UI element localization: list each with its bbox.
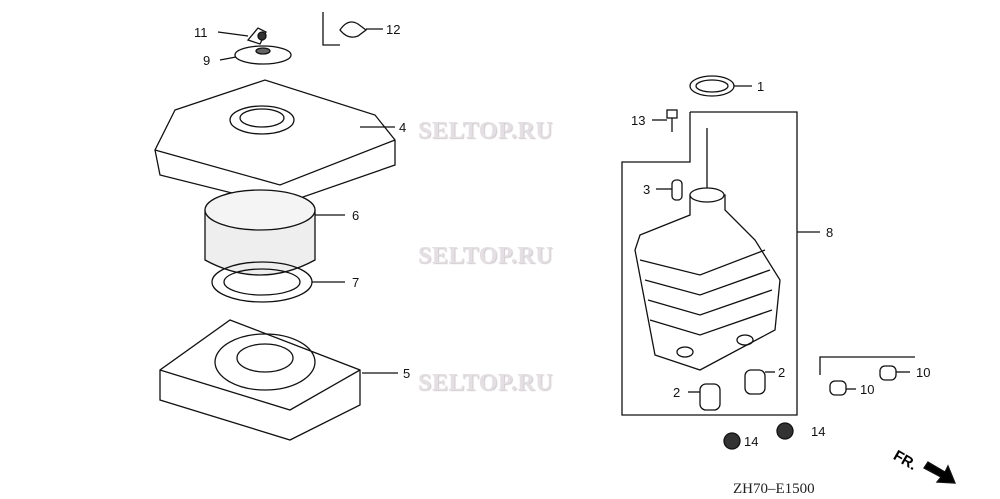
assembly-bracket-part-8 [621, 111, 798, 416]
watermark: SELTOP.RU [418, 370, 554, 396]
air-cleaner-case-part-5 [159, 319, 361, 441]
callout-3: 3 [643, 182, 651, 197]
callout-2: 2 [673, 385, 681, 400]
clip-part-12 [322, 12, 368, 46]
cap-part-10 [829, 380, 847, 396]
cap-part-10 [879, 365, 897, 381]
pin-part-3 [671, 179, 683, 201]
filter-element-part-6 [204, 189, 316, 276]
watermark: SELTOP.RU [418, 118, 554, 144]
gasket-part-1 [689, 75, 735, 97]
watermark: SELTOP.RU [418, 243, 554, 269]
callout-10: 10 [916, 365, 931, 380]
callout-7: 7 [352, 275, 360, 290]
sleeve-part-2 [744, 369, 766, 395]
nut-part-14 [723, 432, 741, 450]
cap-part-9 [234, 45, 292, 65]
sleeve-part-2 [699, 383, 721, 411]
callout-8: 8 [826, 225, 834, 240]
callout-9: 9 [203, 53, 211, 68]
nut-part-14 [776, 422, 794, 440]
callout-1: 1 [757, 79, 765, 94]
callout-12: 12 [386, 22, 401, 37]
callout-5: 5 [403, 366, 411, 381]
muffler-body [634, 128, 781, 371]
air-cleaner-cover-part-4 [154, 79, 396, 206]
callout-14: 14 [744, 434, 759, 449]
diagram-code: ZH70–E1500 [733, 481, 815, 493]
callout-6: 6 [352, 208, 360, 223]
callout-10: 10 [860, 382, 875, 397]
callout-11: 11 [194, 25, 208, 40]
callout-2: 2 [778, 365, 786, 380]
front-direction-arrow [923, 461, 956, 484]
clip-part-11 [246, 27, 267, 45]
callout-14: 14 [811, 424, 826, 439]
callout-4: 4 [399, 120, 407, 135]
bolt-part-13 [666, 109, 678, 132]
callout-13: 13 [631, 113, 646, 128]
